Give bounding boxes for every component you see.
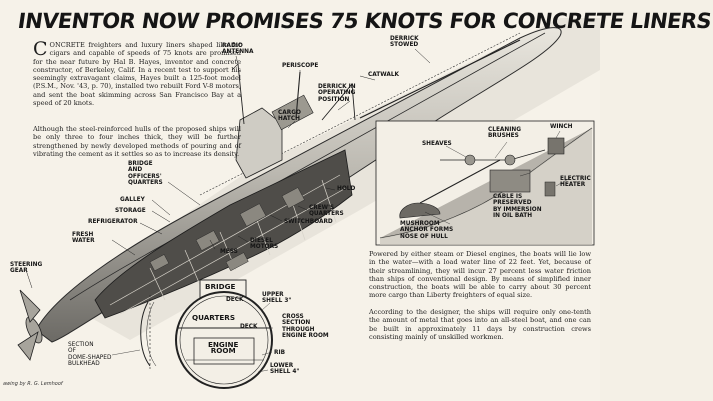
label-hold: HOLD [337,186,356,192]
cross-section-diagram [111,279,273,389]
label-galley: GALLEY [120,197,145,203]
label-switchboard: SWITCHBOARD [284,219,333,225]
label-radio-antenna: RADIO ANTENNA [222,43,254,56]
label-derrick-stowed: DERRICK STOWED [390,36,419,49]
label-quarters: QUARTERS [192,313,236,322]
label-refrigerator: REFRIGERATOR [88,219,138,225]
label-cross-section: CROSS SECTION THROUGH ENGINE ROOM [282,314,329,339]
derrick-operating [321,82,356,121]
stern-gear [17,289,43,361]
label-bridge: BRIDGE [205,282,236,291]
label-cargo-hatch: CARGO HATCH [278,110,301,123]
periscope-mast [295,71,301,119]
label-mess: MESS [220,249,238,255]
label-cable-oil-bath: CABLE IS PRESERVED BY IMMERSION IN OIL B… [493,194,542,219]
label-steering-gear: STEERING GEAR [10,262,43,275]
label-deck-mid: DECK [240,324,258,330]
headline: INVENTOR NOW PROMISES 75 KNOTS FOR CONCR… [16,9,713,33]
illustration-credit: awing by R. G. Lemhoof [3,381,63,387]
leader-lines [25,48,431,289]
label-dome-bulkhead: SECTION OF DOME-SHAPED BULKHEAD [68,342,112,367]
label-winch: WINCH [550,124,573,130]
label-upper-shell: UPPER SHELL 3" [262,292,292,305]
label-electric-heater: ELECTRIC HEATER [560,176,591,189]
anchor-inset [375,120,595,246]
article-paragraph-1: CONCRETE freighters and luxury liners sh… [33,38,241,108]
radio-antenna-mast [237,63,245,125]
label-crews-quarters: CREW'S QUARTERS [309,205,344,218]
label-mushroom-anchor: MUSHROOM ANCHOR FORMS NOSE OF HULL [400,221,454,240]
article-paragraph-2: Although the steel-reinforced hulls of t… [33,125,241,158]
label-bridge-quarters: BRIDGE AND OFFICERS' QUARTERS [128,161,163,186]
interior-rooms [149,187,305,272]
magazine-page: INVENTOR NOW PROMISES 75 KNOTS FOR CONCR… [3,9,713,389]
label-derrick-operating: DERRICK IN OPERATING POSITION [318,84,356,103]
label-diesel-motors: DIESEL MOTORS [250,238,279,251]
label-periscope: PERISCOPE [282,63,319,69]
label-rib: RIB [274,350,286,356]
article-paragraph-3: Powered by either steam or Diesel engine… [369,250,591,300]
illustration [17,18,600,389]
label-deck-top: DECK [226,297,244,303]
superstructure [235,107,283,179]
derrick-stowed [359,39,521,119]
article-paragraph-4: According to the designer, the ships wil… [369,308,591,341]
label-sheaves: SHEAVES [422,141,452,147]
label-fresh-water: FRESH WATER [72,232,95,245]
label-catwalk: CATWALK [368,72,400,78]
label-lower-shell: LOWER SHELL 4" [270,363,300,376]
label-cleaning-brushes: CLEANING BRUSHES [488,127,522,140]
label-engine-room: ENGINE ROOM [208,340,239,356]
cargo-hatch-block [271,94,314,131]
cutaway-cavity [94,149,353,319]
label-storage: STORAGE [115,208,146,214]
